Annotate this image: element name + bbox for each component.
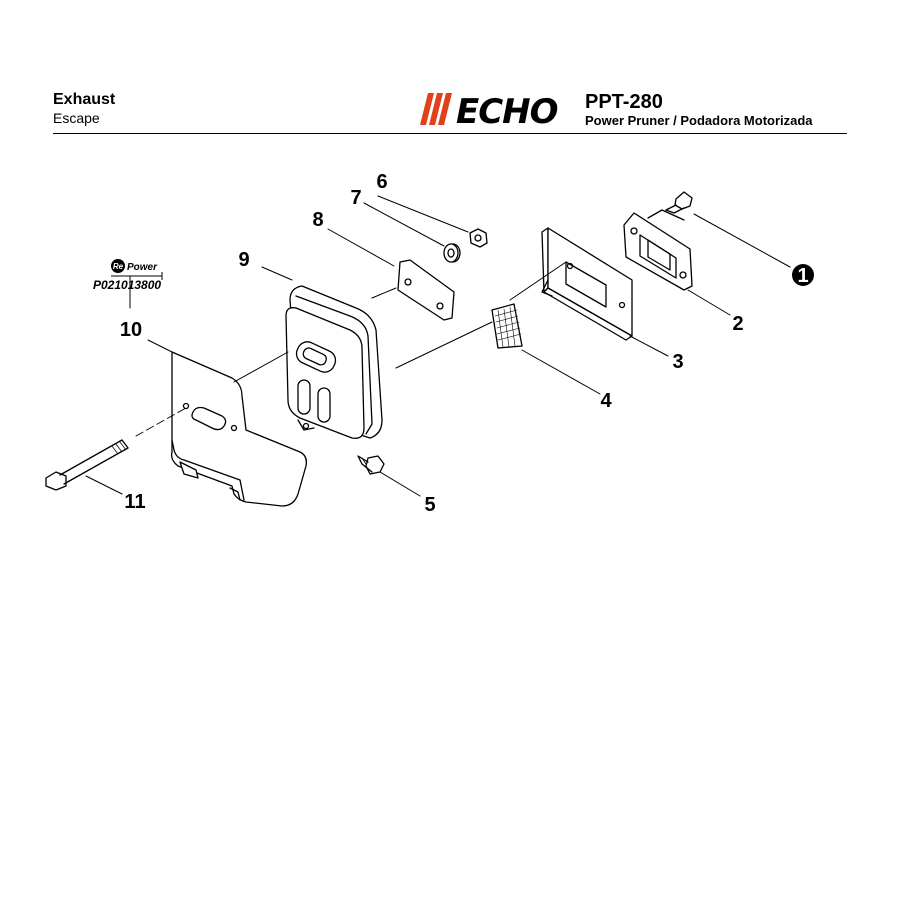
callout-6: 6 <box>376 171 387 193</box>
callout-4: 4 <box>600 390 612 412</box>
repower-logo: Re Power <box>111 259 163 280</box>
callout-9: 9 <box>238 249 249 271</box>
callout-8: 8 <box>312 209 323 231</box>
part-3-bracket <box>541 227 633 341</box>
callout-3: 3 <box>672 351 683 373</box>
repower-re: Re <box>113 262 124 271</box>
callout-11: 11 <box>124 491 145 513</box>
model-heading: PPT-280 Power Pruner / Podadora Motoriza… <box>585 91 813 129</box>
section-title: Exhaust <box>53 91 116 108</box>
part-11-long-bolt <box>45 439 129 491</box>
callout-5: 5 <box>424 494 435 516</box>
part-5-bolt <box>357 455 385 475</box>
callout-1-label: 1 <box>797 265 808 287</box>
repower-power: Power <box>127 262 158 273</box>
callout-10: 10 <box>120 319 142 341</box>
repower-part-number: P021013800 <box>93 278 161 292</box>
section-subtitle: Escape <box>53 110 100 126</box>
model-number: PPT-280 <box>585 91 663 113</box>
part-9-muffler <box>285 285 383 439</box>
leader-lines <box>85 195 791 497</box>
part-7-washer <box>443 243 461 263</box>
assembly-lines <box>135 407 187 437</box>
part-2-gasket-plate <box>623 209 693 291</box>
section-heading: Exhaust Escape <box>53 91 115 127</box>
header-divider <box>53 133 847 134</box>
echo-logo: ECHO <box>420 92 559 127</box>
product-name: Power Pruner / Podadora Motorizada <box>585 113 813 128</box>
part-6-nut <box>469 228 488 248</box>
logo-wordmark: ECHO <box>456 92 558 127</box>
callout-7: 7 <box>350 187 361 209</box>
callout-1: 1 <box>792 264 814 287</box>
part-4-screen <box>491 303 523 349</box>
callout-2: 2 <box>732 313 743 335</box>
part-8-plate <box>397 259 455 321</box>
part-10-heat-shield <box>170 351 308 507</box>
logo-stripes <box>420 93 452 125</box>
part-1-bolt <box>665 191 693 214</box>
